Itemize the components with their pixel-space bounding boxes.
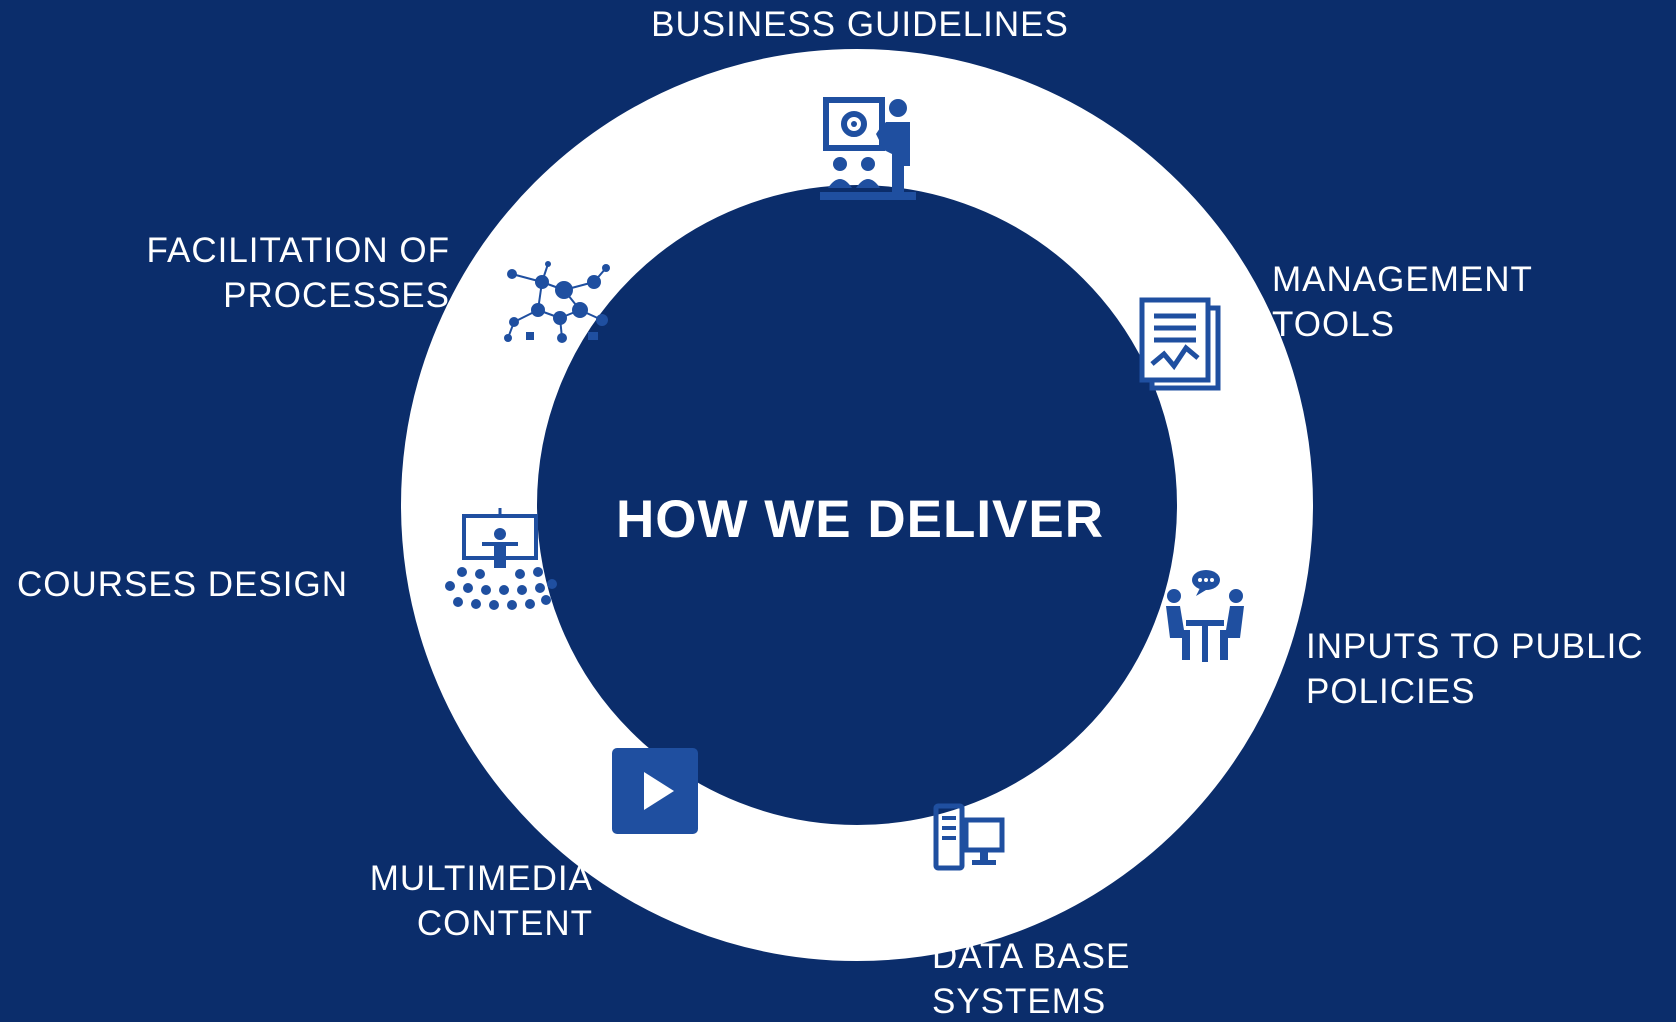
play-icon	[612, 748, 698, 834]
label-facilitation-of-processes: FACILITATION OF PROCESSES	[146, 231, 450, 315]
label-management-tools: MANAGEMENT TOOLS	[1272, 260, 1533, 344]
label-business-guidelines: BUSINESS GUIDELINES	[651, 5, 1069, 44]
report-chart-icon	[1139, 297, 1221, 391]
server-computer-icon	[933, 803, 1005, 871]
label-inputs-public-policies: INPUTS TO PUBLIC POLICIES	[1306, 627, 1644, 711]
center-title: HOW WE DELIVER	[615, 490, 1105, 549]
label-courses-design: COURSES DESIGN	[17, 565, 348, 604]
label-data-base-systems: DATA BASE SYSTEMS	[932, 937, 1131, 1021]
presentation-icon	[820, 97, 916, 200]
meeting-icon	[1166, 570, 1244, 662]
label-multimedia-content: MULTIMEDIA CONTENT	[369, 859, 593, 943]
classroom-icon	[445, 508, 557, 610]
network-icon	[504, 261, 610, 343]
